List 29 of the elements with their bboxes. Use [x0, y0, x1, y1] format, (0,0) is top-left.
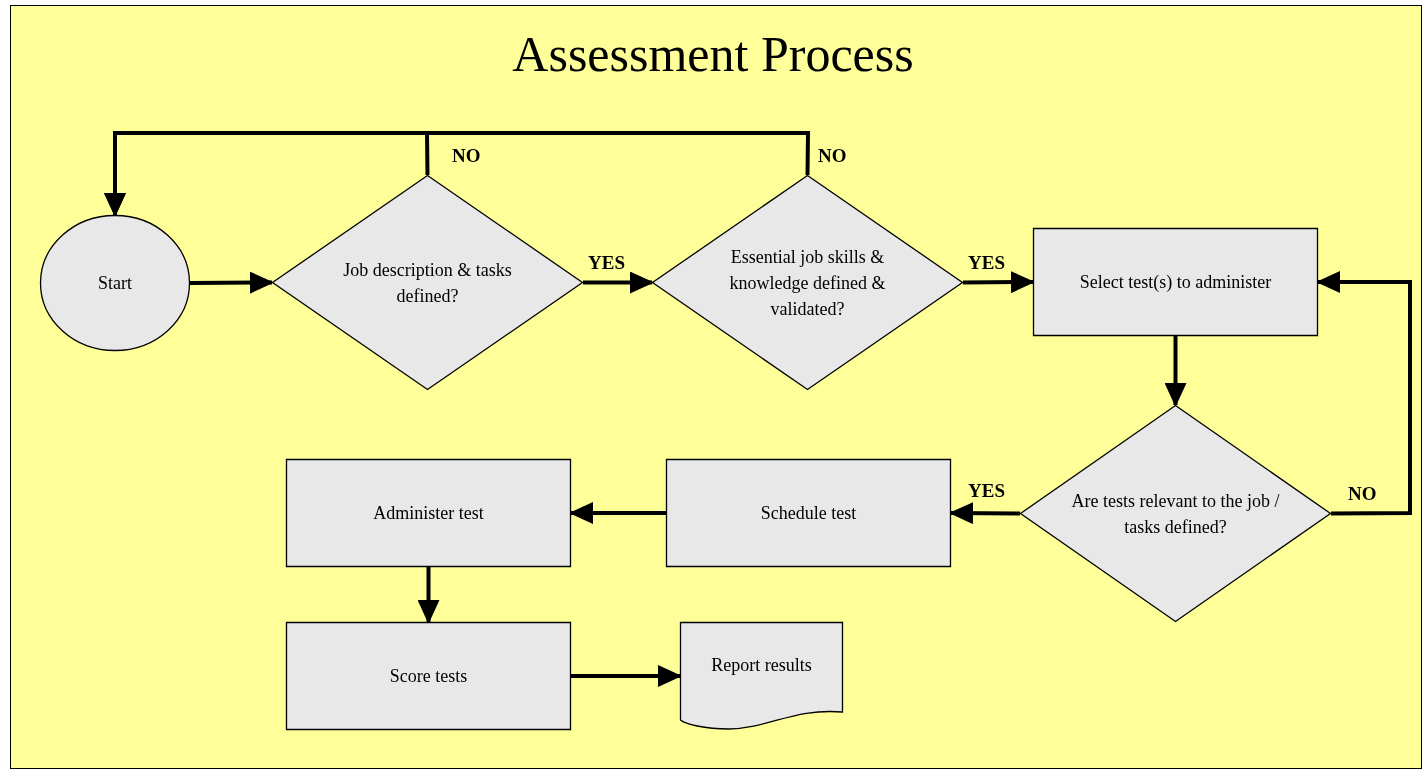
edge-label: NO	[818, 145, 847, 167]
node-label: Start	[98, 272, 132, 295]
node-label: Administer test	[373, 502, 484, 525]
diagram-title: Assessment Process	[511, 25, 915, 84]
edge-label: YES	[968, 480, 1005, 502]
document-shape	[680, 622, 843, 730]
start-ellipse	[40, 215, 190, 351]
arrow	[583, 271, 654, 294]
process-box	[1033, 228, 1318, 336]
process-box	[286, 459, 571, 567]
node-label: Job description & tasks defined?	[342, 258, 513, 308]
node-label: Score tests	[389, 665, 468, 688]
edge-label: NO	[452, 145, 481, 167]
decision-diamond	[272, 175, 583, 390]
arrow	[417, 567, 440, 624]
node-label: Are tests relevant to the job / tasks defined?	[1070, 489, 1281, 539]
edge-label: NO	[1348, 483, 1377, 505]
process-box	[666, 459, 951, 567]
decision-diamond	[652, 175, 963, 390]
node-label: Select test(s) to administer	[1079, 271, 1272, 294]
edge-label: YES	[968, 252, 1005, 274]
node-label: Essential job skills & knowledge defined & validated?	[728, 245, 887, 321]
arrow	[1164, 336, 1187, 407]
node-label: Schedule test	[760, 502, 857, 525]
edge-label: YES	[588, 252, 625, 274]
decision-diamond	[1020, 405, 1331, 622]
node-label: Report results	[711, 654, 812, 677]
arrow	[190, 271, 274, 294]
process-box	[286, 622, 571, 730]
